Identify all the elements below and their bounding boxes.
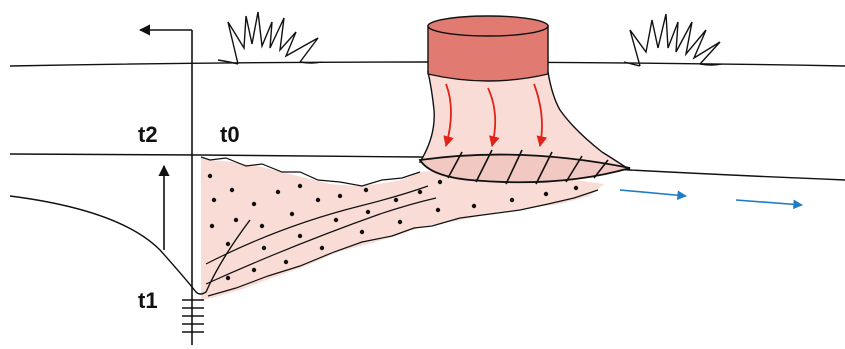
label-t1: t1 xyxy=(138,288,158,313)
label-t2: t2 xyxy=(138,122,158,147)
grass-tuft-icon xyxy=(218,12,322,64)
tank-icon xyxy=(428,16,548,81)
flow-arrows xyxy=(620,190,802,205)
grass-tuft-icon xyxy=(624,14,722,66)
label-t0: t0 xyxy=(220,122,240,147)
